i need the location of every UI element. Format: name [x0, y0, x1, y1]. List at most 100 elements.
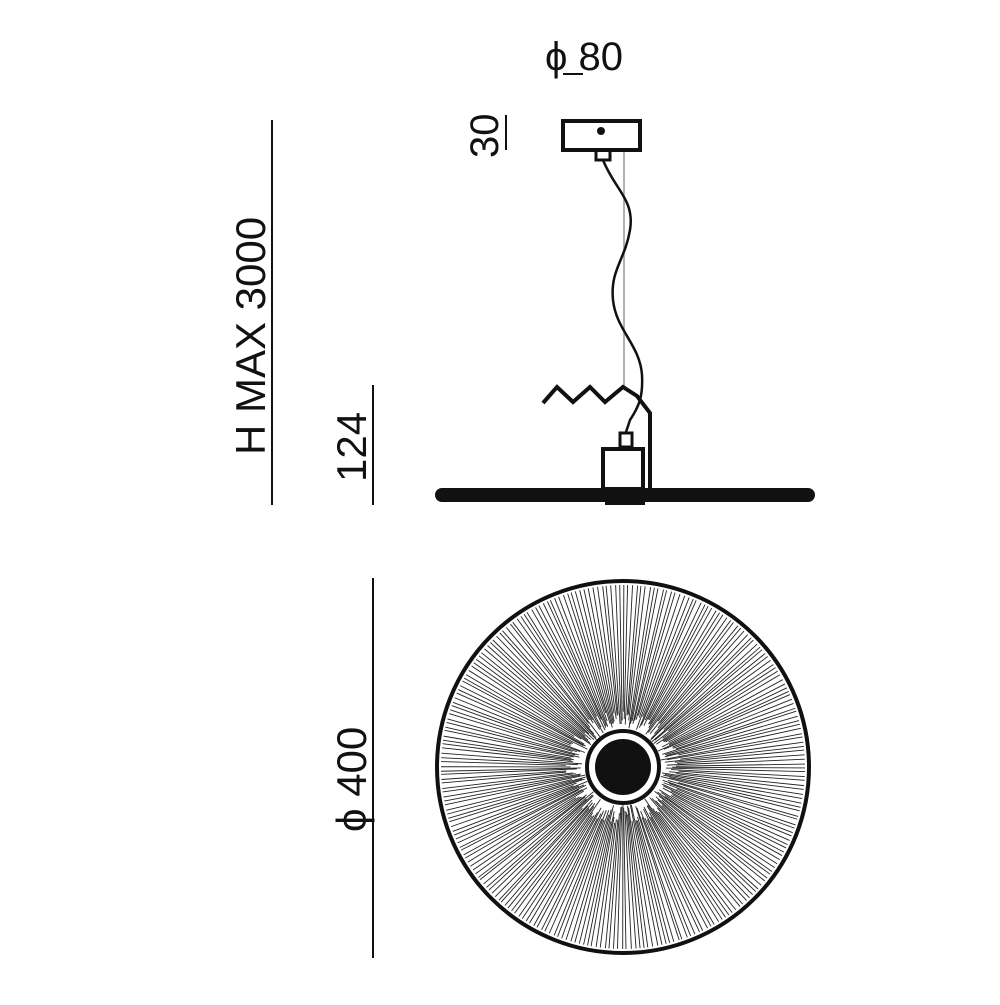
shade-spoke: [518, 799, 601, 917]
shade-spoke: [451, 705, 581, 752]
shade-spoke: [664, 723, 800, 758]
shade-spoke: [542, 603, 606, 731]
shade-spoke: [659, 627, 742, 724]
shade-spoke: [548, 810, 604, 934]
shade-spoke: [523, 613, 593, 720]
shade-spoke: [646, 819, 700, 933]
shade-spoke: [643, 808, 704, 931]
shade-spoke: [443, 773, 582, 798]
shade-spoke: [444, 774, 586, 806]
shade-spoke: [624, 810, 632, 949]
shade-spoke: [661, 805, 753, 896]
shade-spoke: [583, 589, 614, 724]
shade-spoke: [661, 792, 775, 869]
shade-spoke: [678, 727, 801, 756]
shade-hub: [605, 495, 645, 505]
shade-spoke: [529, 815, 595, 924]
shade-spoke: [526, 612, 601, 730]
shade-spoke: [663, 643, 758, 730]
shade-spoke: [597, 586, 617, 720]
shade-spoke: [645, 617, 728, 735]
shade-spoke: [498, 799, 593, 901]
shade-spoke: [649, 625, 739, 734]
shade-spoke: [655, 800, 750, 899]
shade-spoke: [505, 627, 591, 728]
shade-spoke: [610, 585, 621, 725]
shade-spoke: [553, 818, 603, 936]
shade-spoke: [449, 778, 585, 823]
shade-spoke: [677, 754, 805, 764]
shade-spoke: [628, 807, 649, 948]
shade-spoke: [463, 788, 583, 856]
shade-spoke: [549, 599, 607, 728]
shade-spoke: [627, 805, 645, 948]
shade-spoke: [664, 773, 803, 799]
shade-spoke: [676, 788, 792, 837]
shade-spoke: [665, 715, 798, 756]
shade-spoke: [541, 818, 598, 930]
shade-spoke: [672, 698, 793, 748]
shade-spoke: [669, 777, 801, 808]
max-height-label: H MAX 3000: [227, 217, 274, 455]
shade-spoke: [625, 811, 637, 949]
shade-spoke: [669, 687, 788, 746]
shade-spoke: [662, 772, 803, 795]
shade-spoke: [536, 807, 602, 928]
shade-spoke: [623, 807, 627, 949]
shade-spoke: [450, 782, 577, 828]
shade-spoke: [678, 782, 799, 817]
shade-spoke: [630, 804, 663, 945]
shade-spoke: [504, 802, 593, 906]
shade-spoke: [617, 806, 623, 949]
shade-spoke: [649, 612, 720, 725]
shade-spoke: [665, 767, 805, 773]
shade-spoke: [671, 769, 805, 778]
shade-spoke: [657, 799, 757, 892]
shade-spoke: [662, 659, 771, 739]
shade-spoke: [630, 587, 655, 725]
shade-spoke: [554, 598, 607, 726]
shade-spoke: [653, 656, 768, 745]
shade-spoke: [574, 591, 613, 728]
shade-spoke: [662, 710, 797, 755]
shade-spoke: [648, 607, 713, 721]
shade-spoke: [680, 741, 804, 760]
shade-spoke: [660, 775, 800, 812]
shade-spoke: [662, 779, 796, 826]
shade-spoke: [590, 816, 615, 947]
shade-height-label: 124: [328, 412, 375, 482]
shade-spoke: [484, 648, 592, 740]
shade-spoke: [654, 649, 763, 741]
shade-spoke: [647, 605, 709, 720]
shade-spoke: [627, 814, 641, 949]
shade-spoke: [467, 790, 585, 863]
shade-spoke: [478, 655, 589, 741]
shade-spoke: [450, 709, 578, 753]
shade-spoke: [538, 605, 598, 717]
shade-spoke: [567, 593, 607, 713]
shade-spoke: [644, 817, 696, 935]
shade-spoke: [658, 811, 737, 911]
shade-spoke: [479, 796, 586, 880]
shade-spoke: [648, 610, 717, 725]
shade-spoke: [448, 713, 573, 752]
shade-spoke: [510, 623, 590, 724]
shade-spoke: [641, 817, 688, 938]
shade-spoke: [442, 739, 574, 761]
shade-spoke: [599, 819, 617, 948]
shade-spoke: [447, 718, 579, 756]
shade-spoke: [462, 680, 584, 747]
shade-spoke: [602, 586, 618, 716]
shade-spoke: [660, 733, 803, 761]
shade-spoke: [666, 736, 803, 761]
shade-spoke: [647, 620, 732, 733]
shade-spoke: [442, 773, 576, 793]
shade-spoke: [634, 590, 668, 721]
shade-spoke: [644, 602, 702, 721]
shade-spokes: [440, 584, 806, 950]
shade-spoke: [507, 808, 590, 909]
shade-spoke: [499, 632, 597, 738]
shade-spoke: [445, 726, 580, 758]
shade-spoke: [441, 768, 577, 775]
